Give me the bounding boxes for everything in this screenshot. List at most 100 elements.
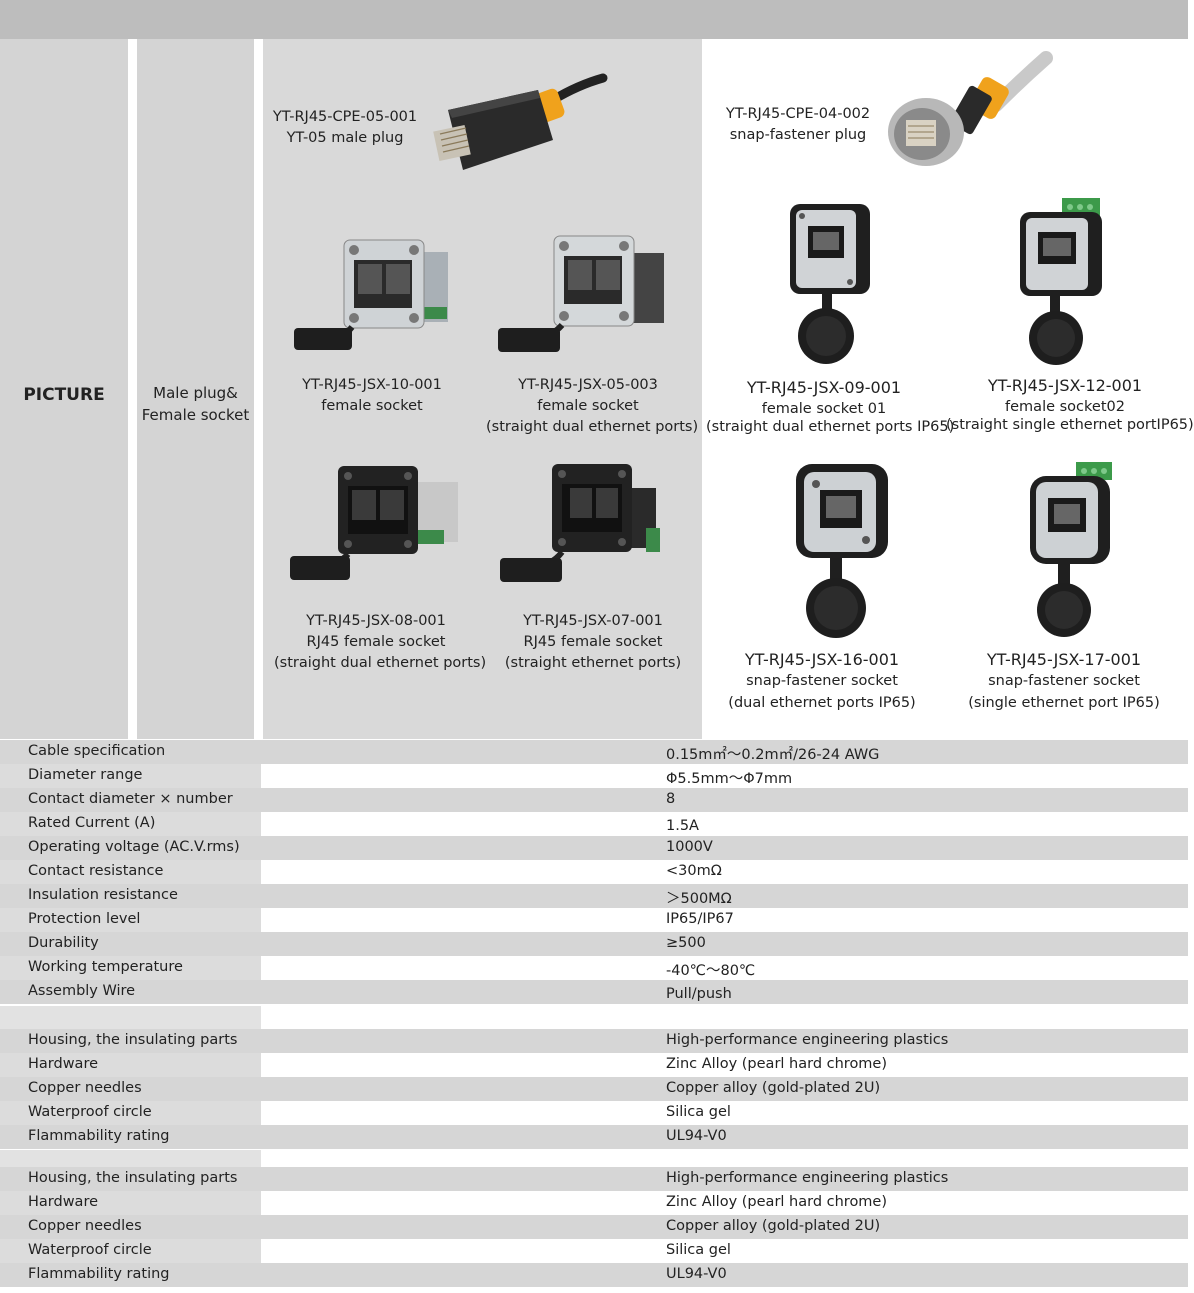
product-code: YT-RJ45-CPE-04-002 [725,106,871,122]
material-label: Housing, the insulating parts [28,1032,238,1048]
rj45-d-type-socket-terminal-icon [1020,198,1102,365]
label-cell [0,1101,261,1125]
spec-row: Insulation resistance ＞500MΩ [0,884,1188,908]
material-label: Flammability rating [28,1128,170,1144]
product-description: RJ45 female socket [523,634,663,650]
material-value: Copper alloy (gold-plated 2U) [666,1080,881,1096]
product-code: YT-RJ45-JSX-07-001 [523,613,663,629]
spec-row: Protection level IP65/IP67 [0,908,1188,932]
product-caption: YT-RJ45-JSX-17-001 snap-fastener socket … [968,648,1160,712]
product-code: YT-RJ45-JSX-08-001 [306,613,446,629]
product-description: (straight ethernet ports) [504,655,682,671]
spec-value: <30mΩ [666,863,722,879]
spec-value: ＞500MΩ [666,891,732,907]
material-label: Housing, the insulating parts [28,1170,238,1186]
spec-value: -40℃～80℃ [666,963,756,979]
spec-label: Diameter range [28,767,143,783]
material-value: UL94-V0 [666,1128,727,1144]
spec-value: 1.5A [666,818,699,834]
product-description: (straight dual ethernet ports) [486,419,699,435]
material-row: Flammability rating UL94-V0 [0,1125,1188,1149]
spec-row: Rated Current (A) 1.5A [0,812,1188,836]
material-row: Housing, the insulating parts High-perfo… [0,1167,1188,1191]
rj45-panel-socket-black-icon [500,464,660,582]
rj45-metal-plug-icon [888,51,1053,166]
product-description: snap-fastener socket [988,673,1140,689]
gap-cell [0,1006,261,1030]
spec-label: Rated Current (A) [28,815,156,831]
rj45-panel-socket-metal-icon [498,235,664,352]
product-code: YT-RJ45-CPE-05-001 [272,109,418,125]
material-value: Zinc Alloy (pearl hard chrome) [666,1194,888,1210]
material-row: Waterproof circle Silica gel [0,1101,1188,1125]
label-cell [0,908,261,932]
label-cell [0,764,261,788]
picture-description: Male plug& Female socket [137,382,254,426]
product-description: female socket 01 [761,401,887,417]
rj45-panel-socket-black-icon [290,466,458,580]
spec-value: 1000V [666,839,713,855]
material-label: Flammability rating [28,1266,170,1282]
label-cell [0,812,261,836]
spec-value: ≥500 [666,935,706,951]
material-value: Copper alloy (gold-plated 2U) [666,1218,881,1234]
rj45-d-type-socket-icon [790,204,870,364]
label-cell [0,1191,261,1215]
product-code: YT-RJ45-JSX-09-001 [746,378,902,397]
product-code: YT-RJ45-JSX-16-001 [744,650,900,669]
material-row: Hardware Zinc Alloy (pearl hard chrome) [0,1191,1188,1215]
picture-label: PICTURE [23,385,105,405]
header-bar [0,0,1188,39]
spec-label: Durability [28,935,99,951]
material-row: Housing, the insulating parts High-perfo… [0,1029,1188,1053]
product-caption: YT-RJ45-JSX-12-001 female socket02 (stra… [946,374,1194,434]
material-row: Waterproof circle Silica gel [0,1239,1188,1263]
material-label: Copper needles [28,1218,142,1234]
product-caption: YT-RJ45-JSX-16-001 snap-fastener socket … [718,648,926,712]
material-value: UL94-V0 [666,1266,727,1282]
product-caption: YT-RJ45-JSX-09-001 female socket 01 (str… [706,376,955,436]
spec-label: Working temperature [28,959,183,975]
spec-row: Diameter range Φ5.5mm～Φ7mm [0,764,1188,788]
spec-row: Contact resistance <30mΩ [0,860,1188,884]
spec-label: Contact diameter × number [28,791,233,807]
spec-label: Insulation resistance [28,887,178,903]
product-description: (dual ethernet ports IP65) [728,695,916,711]
material-label: Hardware [28,1056,99,1072]
product-description: RJ45 female socket [306,634,446,650]
spec-row: Cable specification 0.15m㎡～0.2m㎡/26-24 A… [0,740,1188,764]
description-line: Female socket [141,406,250,424]
product-description: snap-fastener plug [729,127,867,143]
material-label: Waterproof circle [28,1242,152,1258]
material-label: Hardware [28,1194,99,1210]
product-description: (straight dual ethernet ports IP65) [706,419,955,435]
label-cell [0,956,261,980]
picture-label-column [0,39,128,739]
label-cell [0,1053,261,1077]
rj45-snap-socket-terminal-icon [1030,462,1112,637]
spec-row: Operating voltage (AC.V.rms) 1000V [0,836,1188,860]
material-label: Waterproof circle [28,1104,152,1120]
product-code: YT-RJ45-JSX-10-001 [302,377,442,393]
material-row: Flammability rating UL94-V0 [0,1263,1188,1287]
product-caption: YT-RJ45-JSX-08-001 RJ45 female socket (s… [274,611,487,674]
description-line: Male plug& [153,384,238,402]
material-value: High-performance engineering plastics [666,1170,949,1186]
label-cell [0,1239,261,1263]
product-description: female socket [321,398,423,414]
material-value: Silica gel [666,1104,731,1120]
product-caption: YT-RJ45-JSX-05-003 female socket (straig… [486,375,699,438]
product-description: female socket [537,398,639,414]
product-description: (straight dual ethernet ports) [274,655,487,671]
product-description: (straight single ethernet portIP65) [946,417,1194,433]
material-row: Hardware Zinc Alloy (pearl hard chrome) [0,1053,1188,1077]
spec-label: Operating voltage (AC.V.rms) [28,839,240,855]
label-cell [0,860,261,884]
spec-value: 8 [666,791,676,807]
rj45-male-plug-yellow-ring-icon [433,73,608,170]
spec-label: Contact resistance [28,863,164,879]
spec-value: Pull/push [666,986,732,1002]
product-caption: YT-RJ45-JSX-07-001 RJ45 female socket (s… [500,611,686,674]
spec-value: IP65/IP67 [666,911,734,927]
spec-value: 0.15m㎡～0.2m㎡/26-24 AWG [666,747,880,763]
